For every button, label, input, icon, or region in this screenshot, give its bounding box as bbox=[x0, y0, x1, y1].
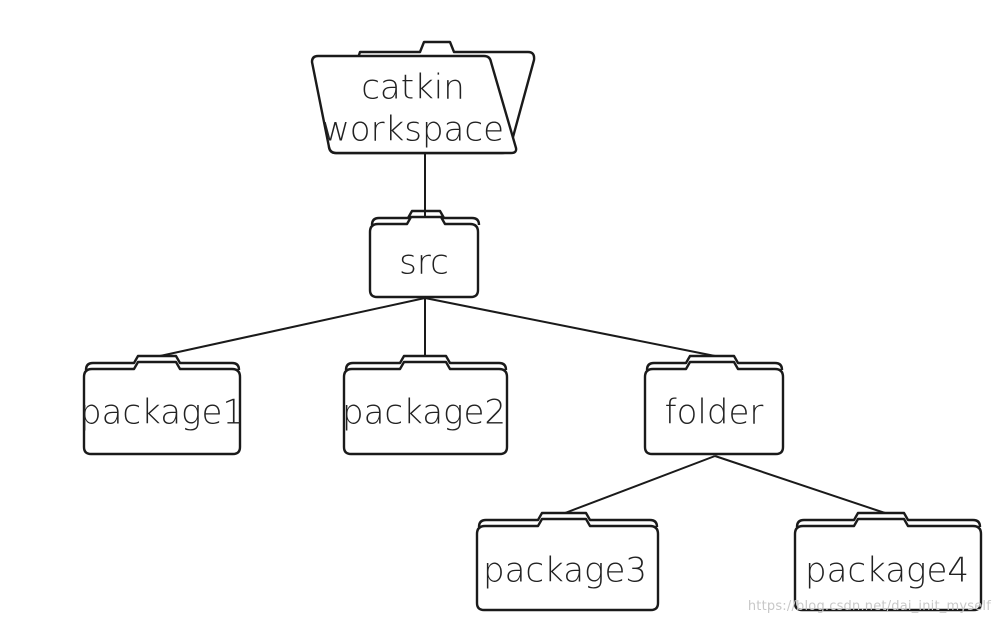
package3-label: package3 bbox=[483, 551, 647, 591]
folder-icon bbox=[643, 354, 785, 456]
workspace-label-line2: workspace bbox=[322, 110, 504, 150]
folder-icon bbox=[368, 209, 481, 299]
edge-src-folder bbox=[424, 297, 716, 357]
watermark-text: https://blog.csdn.net/dai_init_myself bbox=[747, 599, 991, 614]
edge-folder-package3 bbox=[564, 455, 716, 514]
package1-label: package1 bbox=[80, 393, 244, 433]
folder-node-package3: package3 bbox=[475, 511, 660, 612]
src-label: src bbox=[399, 243, 449, 283]
folder-node-package4: package4 bbox=[793, 511, 983, 612]
folder-icon bbox=[82, 354, 242, 456]
folder-node-package2: package2 bbox=[342, 354, 509, 456]
edge-folder-package4 bbox=[714, 455, 886, 514]
folder-node-package1: package1 bbox=[80, 354, 244, 456]
folder-node-src: src bbox=[368, 209, 481, 299]
open-folder-icon bbox=[310, 40, 536, 155]
package2-label: package2 bbox=[342, 393, 506, 433]
folder-icon bbox=[475, 511, 660, 612]
tree-edges bbox=[159, 138, 886, 514]
folder-node-folder: folder bbox=[643, 354, 785, 456]
workspace-label-line1: catkin bbox=[361, 68, 465, 108]
folder-icon bbox=[793, 511, 983, 612]
folder-label: folder bbox=[665, 393, 764, 433]
package4-label: package4 bbox=[805, 551, 969, 591]
folder-icon bbox=[342, 354, 509, 456]
edge-src-package1 bbox=[159, 297, 426, 357]
folder-node-workspace: catkin workspace bbox=[310, 40, 536, 155]
